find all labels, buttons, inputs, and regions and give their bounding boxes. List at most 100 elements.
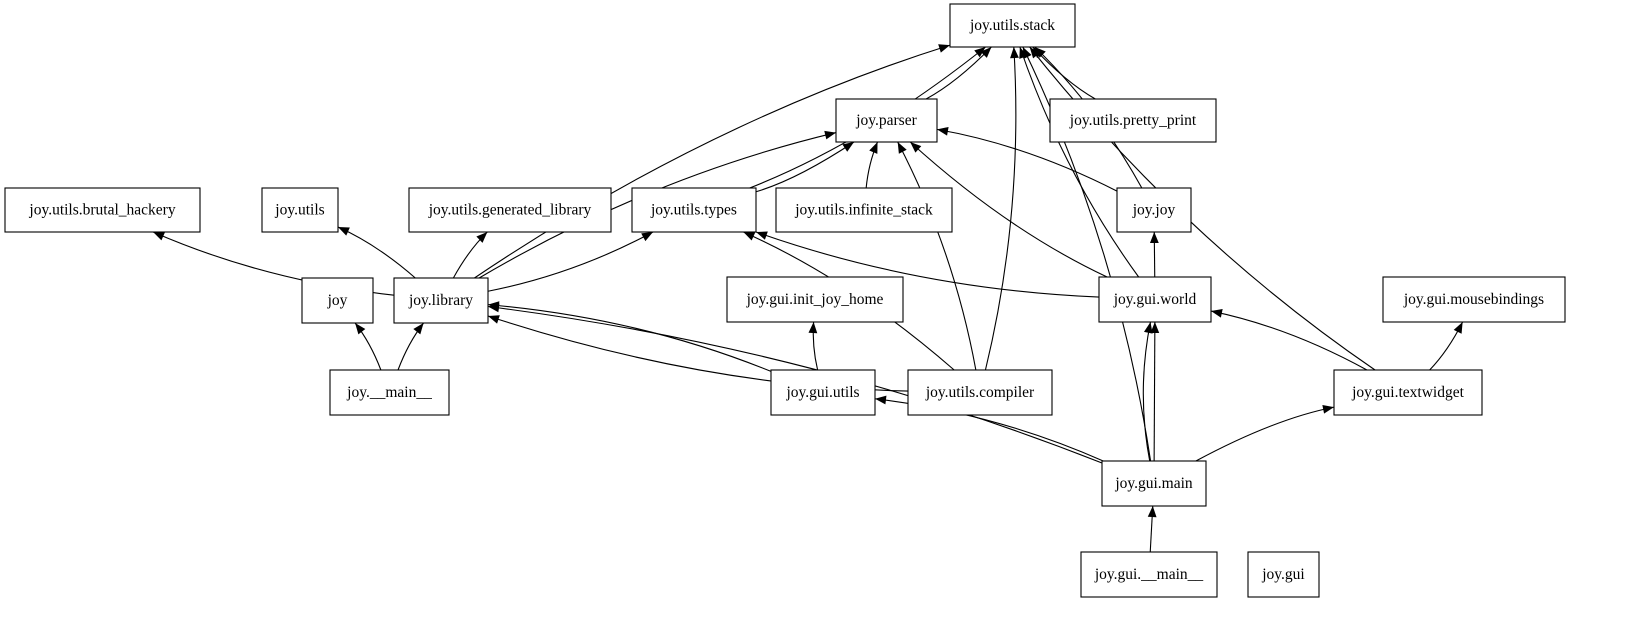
node-box-utils_types[interactable]	[631, 187, 757, 233]
edge-arrowhead	[488, 303, 500, 313]
edge-gui_main-to-utils_stack	[1022, 46, 1152, 462]
edge-utils_compiler-to-utils_stack	[984, 46, 1017, 371]
node-generated_library[interactable]: joy.utils.generated_library	[408, 187, 612, 233]
edge-arrowhead	[824, 130, 836, 140]
edge-joy_joy-to-parser	[936, 128, 1118, 192]
node-box-gui_textwidget[interactable]	[1333, 369, 1483, 416]
edge-utils_compiler-to-parser	[897, 141, 977, 371]
edge-arrowhead	[974, 47, 986, 58]
edge-utils_types-to-parser	[755, 141, 855, 193]
edge-arrowhead	[808, 322, 818, 334]
node-label-infinite_stack: joy.utils.infinite_stack	[794, 202, 933, 219]
edge-arrowhead	[1143, 322, 1153, 334]
node-box-joy[interactable]	[301, 277, 374, 324]
node-label-joy_joy: joy.joy	[1132, 202, 1176, 219]
node-box-library[interactable]	[393, 277, 489, 324]
edge-arrowhead	[756, 231, 768, 240]
node-gui_mousebindings[interactable]: joy.gui.mousebindings	[1382, 276, 1566, 323]
node-library[interactable]: joy.library	[393, 277, 489, 324]
node-utils[interactable]: joy.utils	[261, 187, 339, 233]
node-label-library: joy.library	[408, 292, 473, 309]
node-gui_main[interactable]: joy.gui.main	[1101, 460, 1207, 507]
edge-arrowhead	[869, 142, 878, 154]
node-gui_world[interactable]: joy.gui.world	[1098, 276, 1212, 323]
node-box-infinite_stack[interactable]	[775, 187, 953, 233]
edge-arrowhead	[1029, 47, 1040, 59]
node-label-gui: joy.gui	[1261, 566, 1305, 583]
node-label-init_joy_home: joy.gui.init_joy_home	[746, 291, 884, 308]
edge-gui_world-to-utils_types	[755, 231, 1100, 298]
node-label-gui_dunder_main: joy.gui.__main__	[1094, 566, 1204, 583]
node-gui_utils[interactable]: joy.gui.utils	[770, 369, 876, 416]
node-box-gui[interactable]	[1247, 551, 1320, 598]
node-brutal_hackery[interactable]: joy.utils.brutal_hackery	[4, 187, 201, 233]
node-box-utils_stack[interactable]	[949, 3, 1076, 48]
edge-arrowhead	[1453, 322, 1463, 334]
edge-arrowhead	[1322, 404, 1334, 414]
node-box-joy_joy[interactable]	[1116, 187, 1192, 233]
node-label-joy: joy	[327, 292, 348, 309]
node-init_joy_home[interactable]: joy.gui.init_joy_home	[726, 276, 904, 323]
edge-gui_utils-to-library	[487, 304, 772, 372]
node-utils_compiler[interactable]: joy.utils.compiler	[907, 369, 1053, 416]
edge-gui_main-to-gui_utils	[874, 398, 1104, 462]
edge-arrowhead	[1211, 308, 1223, 318]
node-label-gui_utils: joy.gui.utils	[785, 384, 859, 401]
node-box-gui_dunder_main[interactable]	[1080, 551, 1218, 598]
node-pretty_print[interactable]: joy.utils.pretty_print	[1049, 98, 1217, 143]
node-box-gui_mousebindings[interactable]	[1382, 276, 1566, 323]
edge-arrowhead	[743, 232, 756, 241]
edge-arrowhead	[875, 395, 887, 405]
edge-arrowhead	[938, 44, 950, 53]
node-label-gui_world: joy.gui.world	[1113, 291, 1197, 308]
edge-gui_main-to-gui_world	[1142, 321, 1152, 462]
node-gui[interactable]: joy.gui	[1247, 551, 1320, 598]
node-label-parser: joy.parser	[855, 112, 917, 129]
node-label-utils_compiler: joy.utils.compiler	[925, 384, 1035, 401]
node-label-utils_types: joy.utils.types	[650, 202, 737, 219]
node-parser[interactable]: joy.parser	[835, 98, 938, 143]
edge-library-to-utils_types	[487, 231, 654, 292]
edge-arrowhead	[1150, 322, 1160, 334]
edge-arrowhead	[842, 142, 854, 152]
node-box-joy_main[interactable]	[329, 369, 450, 416]
edge-arrowhead	[488, 315, 500, 324]
node-label-brutal_hackery: joy.utils.brutal_hackery	[28, 202, 175, 219]
nodes-layer: joy.utils.stack joy.parser joy.utils.prett…	[4, 3, 1566, 598]
edge-library-to-utils	[337, 226, 416, 279]
node-box-gui_world[interactable]	[1098, 276, 1212, 323]
node-box-generated_library[interactable]	[408, 187, 612, 233]
node-box-utils[interactable]	[261, 187, 339, 233]
node-box-init_joy_home[interactable]	[726, 276, 904, 323]
node-box-parser[interactable]	[835, 98, 938, 143]
edge-library-to-utils_stack	[474, 44, 951, 279]
node-box-gui_utils[interactable]	[770, 369, 876, 416]
node-label-gui_textwidget: joy.gui.textwidget	[1351, 384, 1464, 401]
edge-arrowhead	[1147, 506, 1157, 518]
edge-arrowhead	[338, 227, 350, 236]
edge-arrowhead	[153, 232, 165, 241]
node-label-utils: joy.utils	[274, 202, 324, 219]
node-utils_types[interactable]: joy.utils.types	[631, 187, 757, 233]
node-box-pretty_print[interactable]	[1049, 98, 1217, 143]
edges-layer	[152, 44, 1464, 553]
edge-arrowhead	[937, 126, 949, 136]
node-joy_joy[interactable]: joy.joy	[1116, 187, 1192, 233]
edge-parser-to-utils_stack	[925, 46, 992, 100]
edge-arrowhead	[910, 142, 922, 153]
node-box-utils_compiler[interactable]	[907, 369, 1053, 416]
node-box-gui_main[interactable]	[1101, 460, 1207, 507]
node-infinite_stack[interactable]: joy.utils.infinite_stack	[775, 187, 953, 233]
node-utils_stack[interactable]: joy.utils.stack	[949, 3, 1076, 48]
node-label-joy_main: joy.__main__	[346, 384, 432, 401]
edge-arrowhead	[1022, 47, 1032, 59]
node-joy[interactable]: joy	[301, 277, 374, 324]
node-gui_textwidget[interactable]: joy.gui.textwidget	[1333, 369, 1483, 416]
edge-gui_main-to-library	[487, 305, 1103, 464]
edge-gui_textwidget-to-utils_stack	[1029, 46, 1376, 371]
node-joy_main[interactable]: joy.__main__	[329, 369, 450, 416]
node-gui_dunder_main[interactable]: joy.gui.__main__	[1080, 551, 1218, 598]
node-box-brutal_hackery[interactable]	[4, 187, 201, 233]
edge-gui_world-to-parser	[909, 141, 1108, 278]
